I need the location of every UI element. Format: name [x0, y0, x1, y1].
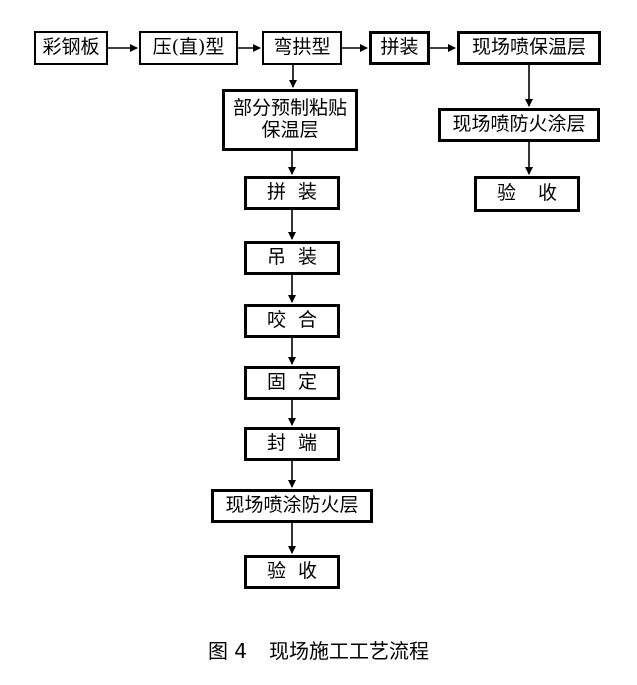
box-partial-prefab-line2: 保温层: [261, 119, 319, 141]
box-seam: 咬 合: [244, 304, 340, 338]
box-accept-right: 验 收: [474, 176, 580, 212]
box-accept-left-label-a: 验: [267, 560, 287, 583]
box-accept-left-label-b: 收: [297, 560, 317, 583]
box-press-straight: 压(直)型: [139, 31, 238, 65]
box-assemble-label-b: 装: [297, 181, 317, 204]
box-bend-arch-label: 弯拱型: [273, 36, 331, 59]
box-spray-fireproof-right-label: 现场喷防火涂层: [452, 113, 586, 136]
box-assemble-top-label: 拼装: [380, 36, 419, 59]
box-seal-end-label-b: 端: [297, 432, 317, 455]
box-accept-right-label-a: 验: [497, 182, 517, 205]
box-fix-label-a: 固: [267, 371, 287, 394]
box-accept-right-label-b: 收: [537, 182, 557, 205]
box-steel-plate: 彩钢板: [34, 31, 108, 65]
box-seal-end-label-a: 封: [267, 432, 287, 455]
figure-title: 现场施工工艺流程: [269, 639, 430, 663]
box-seam-label-b: 合: [297, 309, 317, 332]
box-hoist-label-a: 吊: [267, 246, 287, 269]
figure-number: 图 4: [207, 639, 248, 663]
box-seam-label-a: 咬: [267, 309, 287, 332]
box-fix-label-b: 定: [297, 371, 317, 394]
box-steel-plate-label: 彩钢板: [42, 36, 100, 59]
box-partial-prefab: 部分预制粘贴 保温层: [222, 89, 358, 151]
box-partial-prefab-line1: 部分预制粘贴: [232, 97, 347, 120]
box-bend-arch: 弯拱型: [262, 31, 342, 65]
box-accept-left: 验 收: [244, 555, 340, 589]
figure-caption: 图 4 现场施工工艺流程: [0, 635, 637, 664]
box-fix: 固 定: [244, 366, 340, 400]
box-assemble-top: 拼装: [369, 31, 430, 65]
box-hoist-label-b: 装: [297, 246, 317, 269]
box-spray-insulation-label: 现场喷保温层: [471, 36, 586, 59]
box-press-straight-label: 压(直)型: [152, 36, 225, 59]
box-spray-fireproof-left-label: 现场喷涂防火层: [225, 494, 359, 517]
box-spray-fireproof-left: 现场喷涂防火层: [211, 489, 373, 523]
box-seal-end: 封 端: [244, 427, 340, 461]
box-assemble: 拼 装: [244, 176, 340, 210]
box-hoist: 吊 装: [244, 241, 340, 275]
box-assemble-label-a: 拼: [267, 181, 287, 204]
box-spray-insulation: 现场喷保温层: [457, 31, 601, 65]
box-spray-fireproof-right: 现场喷防火涂层: [438, 108, 600, 142]
